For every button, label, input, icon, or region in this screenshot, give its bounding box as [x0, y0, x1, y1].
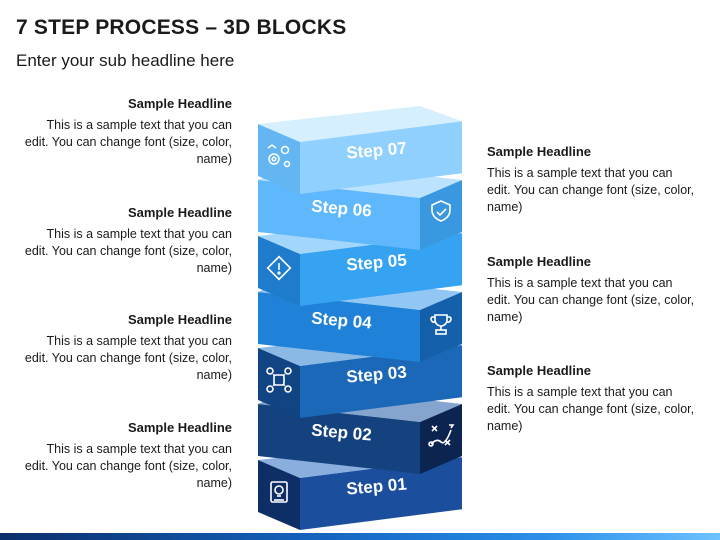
step-block-top	[258, 106, 462, 142]
text-block-body: This is a sample text that you can edit.…	[487, 166, 695, 214]
step-block-front	[258, 404, 420, 474]
step-block-side	[420, 404, 462, 474]
text-block-headline: Sample Headline	[487, 363, 592, 378]
text-block-step-01: Sample Headline This is a sample text th…	[22, 420, 232, 492]
text-block-headline: Sample Headline	[127, 312, 232, 327]
text-block-headline: Sample Headline	[127, 96, 232, 111]
step-block-side	[258, 236, 300, 306]
step-block-front	[258, 292, 420, 362]
step-block-side	[258, 348, 300, 418]
page-title: 7 STEP PROCESS – 3D BLOCKS	[16, 16, 347, 39]
text-block-step-05: Sample Headline This is a sample text th…	[22, 205, 232, 277]
text-block-body: This is a sample text that you can edit.…	[487, 276, 695, 324]
bottom-accent-bar	[0, 533, 720, 540]
step-block-side	[258, 460, 300, 530]
network-hub-icon	[266, 367, 292, 393]
shield-check-icon	[431, 200, 451, 222]
text-block-step-02: Sample Headline This is a sample text th…	[487, 363, 697, 435]
text-block-body: This is a sample text that you can edit.…	[24, 118, 232, 166]
page-subtitle: Enter your sub headline here	[16, 51, 235, 70]
text-block-body: This is a sample text that you can edit.…	[24, 334, 232, 382]
step-block-3: Step 03	[258, 330, 462, 418]
step-block-front	[300, 233, 462, 306]
idea-book-icon	[270, 481, 288, 503]
step-block-front	[300, 121, 462, 194]
text-block-headline: Sample Headline	[127, 420, 232, 435]
team-gears-icon	[267, 144, 291, 168]
text-block-headline: Sample Headline	[127, 205, 232, 220]
step-block-front	[300, 345, 462, 418]
text-block-body: This is a sample text that you can edit.…	[24, 442, 232, 490]
text-block-step-03: Sample Headline This is a sample text th…	[22, 312, 232, 384]
step-block-front	[258, 180, 420, 250]
step-block-front	[300, 457, 462, 530]
text-block-step-07: Sample Headline This is a sample text th…	[22, 96, 232, 168]
step-block-7: Step 07	[258, 106, 462, 194]
text-block-step-04: Sample Headline This is a sample text th…	[487, 254, 697, 326]
text-block-headline: Sample Headline	[487, 254, 592, 269]
text-block-body: This is a sample text that you can edit.…	[24, 227, 232, 275]
text-block-headline: Sample Headline	[487, 144, 592, 159]
text-block-step-06: Sample Headline This is a sample text th…	[487, 144, 697, 216]
trophy-icon	[430, 314, 452, 335]
text-block-body: This is a sample text that you can edit.…	[487, 385, 695, 433]
warning-sign-icon	[266, 255, 292, 281]
strategy-play-icon	[428, 424, 455, 447]
